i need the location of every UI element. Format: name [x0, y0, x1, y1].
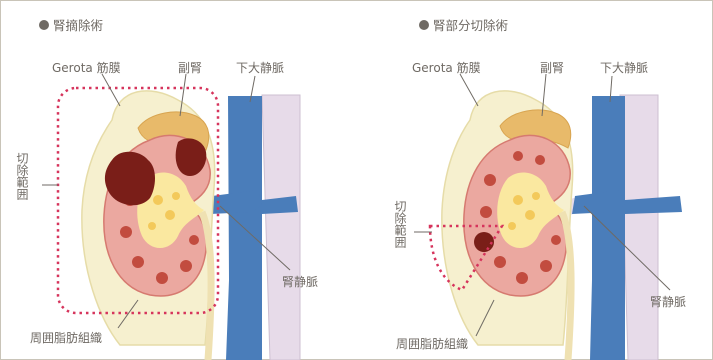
right-label-ivc: 下大静脈 — [600, 61, 648, 75]
right-label-adrenal: 副腎 — [540, 61, 564, 75]
left-title: 腎摘除術 — [53, 18, 103, 33]
right-label-renal-vein: 腎静脈 — [650, 295, 686, 309]
left-label-perirenal-fat: 周囲脂肪組織 — [30, 330, 102, 345]
right-ivc — [590, 96, 625, 360]
right-panel — [414, 74, 682, 360]
right-aorta — [620, 95, 658, 360]
left-panel — [42, 74, 300, 360]
left-label-resection-range: 切除範囲 — [15, 152, 29, 200]
left-aorta — [262, 95, 300, 360]
right-title: 腎部分切除術 — [433, 18, 508, 33]
right-label-resection-range: 切除範囲 — [393, 200, 407, 248]
left-label-gerota: Gerota 筋膜 — [52, 60, 121, 75]
right-label-gerota: Gerota 筋膜 — [412, 60, 481, 75]
left-label-renal-vein: 腎静脈 — [282, 275, 318, 289]
left-title-bullet — [39, 20, 49, 30]
left-label-adrenal: 副腎 — [178, 61, 202, 75]
right-label-perirenal-fat: 周囲脂肪組織 — [396, 336, 468, 351]
left-label-ivc: 下大静脈 — [236, 61, 284, 75]
right-title-bullet — [419, 20, 429, 30]
